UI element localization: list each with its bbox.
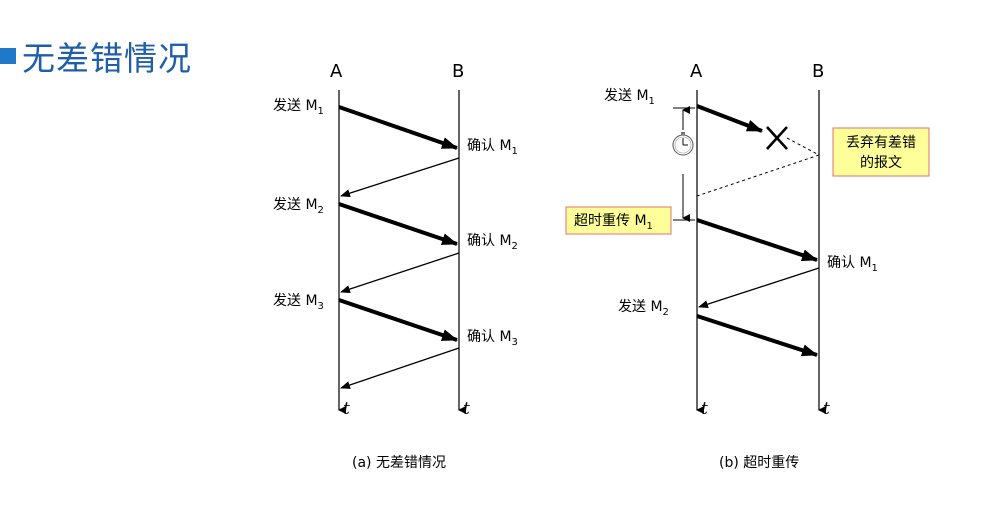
right-ack-arrow-m1 — [698, 267, 820, 309]
left-data-arrow-m2 — [338, 202, 458, 246]
title-text: 无差错情况 — [22, 39, 192, 78]
left-send-m2-label: 发送 M2 — [273, 197, 324, 216]
left-host-a-label: A — [330, 61, 343, 82]
right-send-m2-label: 发送 M2 — [618, 299, 669, 318]
right-data-arrow-m2 — [696, 314, 818, 357]
cross-mark-icon — [766, 126, 788, 150]
discard-callout-line2: 的报文 — [860, 155, 902, 171]
right-dashed-no-ack-line — [696, 154, 820, 197]
retransmit-callout-label: 超时重传 M1 — [574, 213, 653, 232]
right-time-label-b: t — [823, 399, 830, 419]
left-send-m3-label: 发送 M3 — [273, 293, 324, 312]
timeout-interval-bracket — [673, 106, 695, 222]
right-time-label-a: t — [701, 399, 708, 419]
right-data-arrow-m1-lost — [696, 104, 763, 133]
clock-icon — [672, 132, 694, 156]
slide-title: 无差错情况 — [0, 34, 192, 78]
left-time-label-b: t — [463, 399, 470, 419]
discard-callout-box — [832, 127, 930, 177]
right-data-arrow-m1-retransmit — [696, 218, 818, 262]
right-send-m1-label: 发送 M1 — [604, 88, 655, 107]
right-dashed-discard-line — [786, 137, 820, 156]
retransmit-callout-box — [565, 206, 672, 235]
diagram-timeout-retransmit: A B t t 发送 M1 — [565, 61, 930, 471]
left-send-m1-label: 发送 M1 — [273, 98, 324, 117]
left-time-label-a: t — [343, 399, 350, 419]
left-ack-m1-label: 确认 M1 — [467, 138, 518, 157]
diagram-no-error: A B t t 发送 M1 确认 M1 发送 M2 确认 M2 发送 M3 确认… — [273, 61, 518, 471]
left-ack-arrow-m1 — [340, 157, 460, 198]
left-data-arrow-m1 — [338, 105, 458, 150]
right-ack-m1-label: 确认 M1 — [827, 255, 878, 274]
title-bullet-square — [0, 48, 16, 64]
left-ack-arrow-m3 — [340, 347, 460, 389]
right-caption: (b) 超时重传 — [719, 455, 799, 471]
right-host-b-label: B — [812, 61, 824, 82]
discard-callout-line1: 丢弃有差错 — [846, 135, 916, 151]
left-host-b-label: B — [452, 61, 464, 82]
left-ack-m2-label: 确认 M2 — [467, 233, 518, 252]
left-data-arrow-m3 — [338, 298, 458, 342]
left-caption: (a) 无差错情况 — [352, 455, 446, 471]
left-ack-arrow-m2 — [340, 252, 460, 293]
left-ack-m3-label: 确认 M3 — [467, 329, 518, 348]
right-host-a-label: A — [690, 61, 703, 82]
